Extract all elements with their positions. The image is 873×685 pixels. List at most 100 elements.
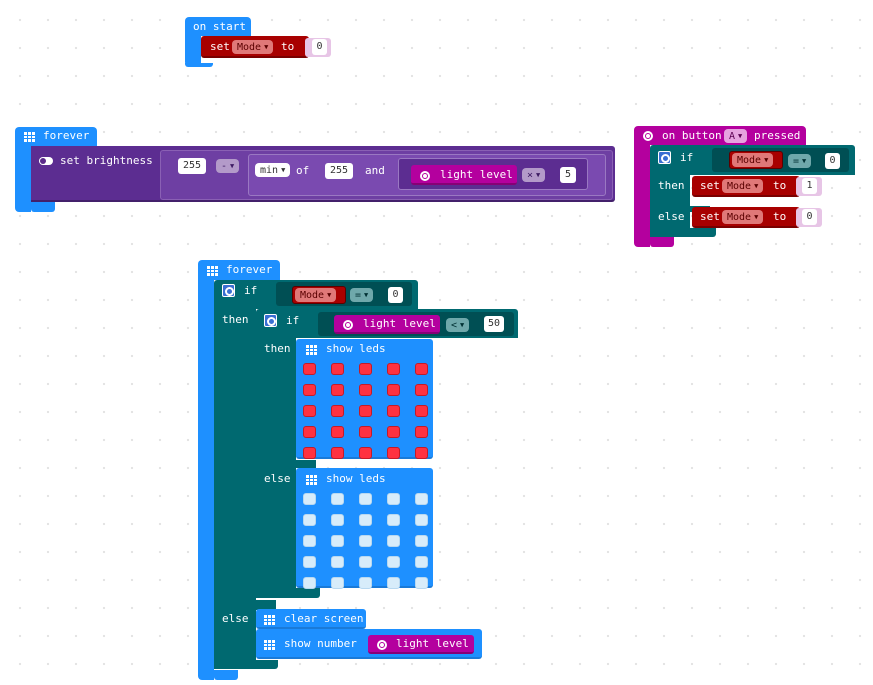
- if-label: if: [680, 151, 694, 164]
- led-cell[interactable]: [415, 577, 428, 589]
- mode-variable-dropdown[interactable]: Mode▼: [732, 153, 774, 167]
- led-cell[interactable]: [303, 535, 316, 547]
- led-cell[interactable]: [303, 556, 316, 568]
- button-label: A: [729, 131, 736, 142]
- multiply-dropdown[interactable]: ×▼: [522, 168, 546, 182]
- outer-compare-value-field[interactable]: 0: [388, 287, 403, 303]
- led-cell[interactable]: [359, 556, 372, 568]
- else-value-field[interactable]: 0: [802, 209, 817, 225]
- led-cell[interactable]: [387, 514, 400, 526]
- then-variable-label: Mode: [727, 181, 752, 192]
- multiplier-value-field[interactable]: 5: [560, 167, 576, 183]
- clear-screen-block[interactable]: [256, 609, 366, 629]
- led-cell[interactable]: [359, 426, 372, 438]
- minus-operator-dropdown[interactable]: -▼: [216, 159, 240, 173]
- led-cell[interactable]: [387, 493, 400, 505]
- led-cell[interactable]: [387, 447, 400, 459]
- led-cell[interactable]: [415, 384, 428, 396]
- led-cell[interactable]: [303, 363, 316, 375]
- led-cell[interactable]: [415, 447, 428, 459]
- show-leds-block-1[interactable]: [296, 339, 433, 459]
- led-cell[interactable]: [387, 535, 400, 547]
- brightness-value-field[interactable]: 255: [178, 158, 206, 174]
- led-cell[interactable]: [415, 493, 428, 505]
- of-label: of: [296, 164, 310, 177]
- compare-value-field[interactable]: 0: [825, 153, 840, 169]
- led-cell[interactable]: [331, 535, 344, 547]
- button-select-dropdown[interactable]: A▼: [724, 129, 748, 143]
- led-cell[interactable]: [331, 514, 344, 526]
- dropdown-arrow-icon: ▼: [230, 162, 235, 170]
- led-cell[interactable]: [415, 556, 428, 568]
- on-start-block[interactable]: on start set Mode▼ to 0: [185, 17, 335, 67]
- dropdown-arrow-icon: ▼: [264, 43, 269, 51]
- led-cell[interactable]: [303, 493, 316, 505]
- less-than-dropdown[interactable]: <▼: [446, 318, 470, 332]
- mode-variable-dropdown[interactable]: Mode▼: [232, 40, 274, 54]
- led-cell[interactable]: [387, 556, 400, 568]
- led-cell[interactable]: [331, 405, 344, 417]
- led-cell[interactable]: [359, 535, 372, 547]
- threshold-value-field[interactable]: 50: [484, 316, 504, 332]
- light-level-block[interactable]: [368, 635, 474, 654]
- min-value-field[interactable]: 255: [325, 163, 353, 179]
- led-cell[interactable]: [387, 426, 400, 438]
- led-cell[interactable]: [331, 493, 344, 505]
- led-cell[interactable]: [415, 426, 428, 438]
- then-set-label: set: [700, 179, 720, 192]
- light-level-label: light level: [440, 168, 513, 181]
- outer-compare-dropdown[interactable]: =▼: [350, 288, 374, 302]
- led-cell[interactable]: [415, 405, 428, 417]
- led-cell[interactable]: [303, 426, 316, 438]
- led-cell[interactable]: [331, 447, 344, 459]
- mode-variable-label: Mode: [737, 155, 762, 166]
- start-value-field[interactable]: 0: [312, 39, 327, 55]
- light-level-block[interactable]: [334, 315, 440, 334]
- on-button-block[interactable]: on button A▼ pressed if Mode▼ =▼ 0 then …: [634, 126, 859, 248]
- led-cell[interactable]: [359, 447, 372, 459]
- led-cell[interactable]: [331, 556, 344, 568]
- led-cell[interactable]: [359, 577, 372, 589]
- led-cell[interactable]: [303, 384, 316, 396]
- grid-icon: [264, 640, 275, 650]
- led-cell[interactable]: [331, 577, 344, 589]
- led-cell[interactable]: [359, 363, 372, 375]
- led-cell[interactable]: [331, 363, 344, 375]
- to-label: to: [281, 40, 295, 53]
- dropdown-arrow-icon: ▼: [536, 171, 541, 179]
- led-cell[interactable]: [415, 363, 428, 375]
- dropdown-arrow-icon: ▼: [754, 182, 759, 190]
- led-cell[interactable]: [303, 514, 316, 526]
- led-cell[interactable]: [359, 493, 372, 505]
- led-cell[interactable]: [303, 577, 316, 589]
- led-cell[interactable]: [303, 405, 316, 417]
- else-variable-dropdown[interactable]: Mode▼: [722, 210, 764, 224]
- led-cell[interactable]: [415, 514, 428, 526]
- light-sensor-icon: [343, 320, 353, 330]
- outer-then-label: then: [222, 313, 249, 326]
- led-cell[interactable]: [387, 577, 400, 589]
- min-dropdown[interactable]: min▼: [255, 163, 291, 177]
- led-cell[interactable]: [359, 384, 372, 396]
- led-cell[interactable]: [359, 514, 372, 526]
- led-cell[interactable]: [387, 384, 400, 396]
- grid-icon: [264, 615, 275, 625]
- led-cell[interactable]: [331, 426, 344, 438]
- led-cell[interactable]: [387, 363, 400, 375]
- show-leds-block-2[interactable]: [296, 468, 433, 588]
- compare-dropdown[interactable]: =▼: [788, 154, 812, 168]
- forever-block-top[interactable]: forever set brightness 255 -▼ min▼ of 25…: [15, 127, 615, 213]
- led-cell[interactable]: [415, 535, 428, 547]
- led-cell[interactable]: [331, 384, 344, 396]
- led-cell[interactable]: [387, 405, 400, 417]
- forever-block-main[interactable]: forever if Mode▼ =▼ 0 then if light leve…: [198, 260, 518, 682]
- led-cell[interactable]: [359, 405, 372, 417]
- dropdown-arrow-icon: ▼: [460, 321, 465, 329]
- mode-variable-dropdown[interactable]: Mode▼: [295, 288, 337, 302]
- then-variable-dropdown[interactable]: Mode▼: [722, 179, 764, 193]
- light-level-block[interactable]: [411, 165, 517, 185]
- led-cell[interactable]: [303, 447, 316, 459]
- then-value-field[interactable]: 1: [802, 178, 817, 194]
- gear-icon: [222, 284, 235, 297]
- forever-title: forever: [43, 129, 90, 142]
